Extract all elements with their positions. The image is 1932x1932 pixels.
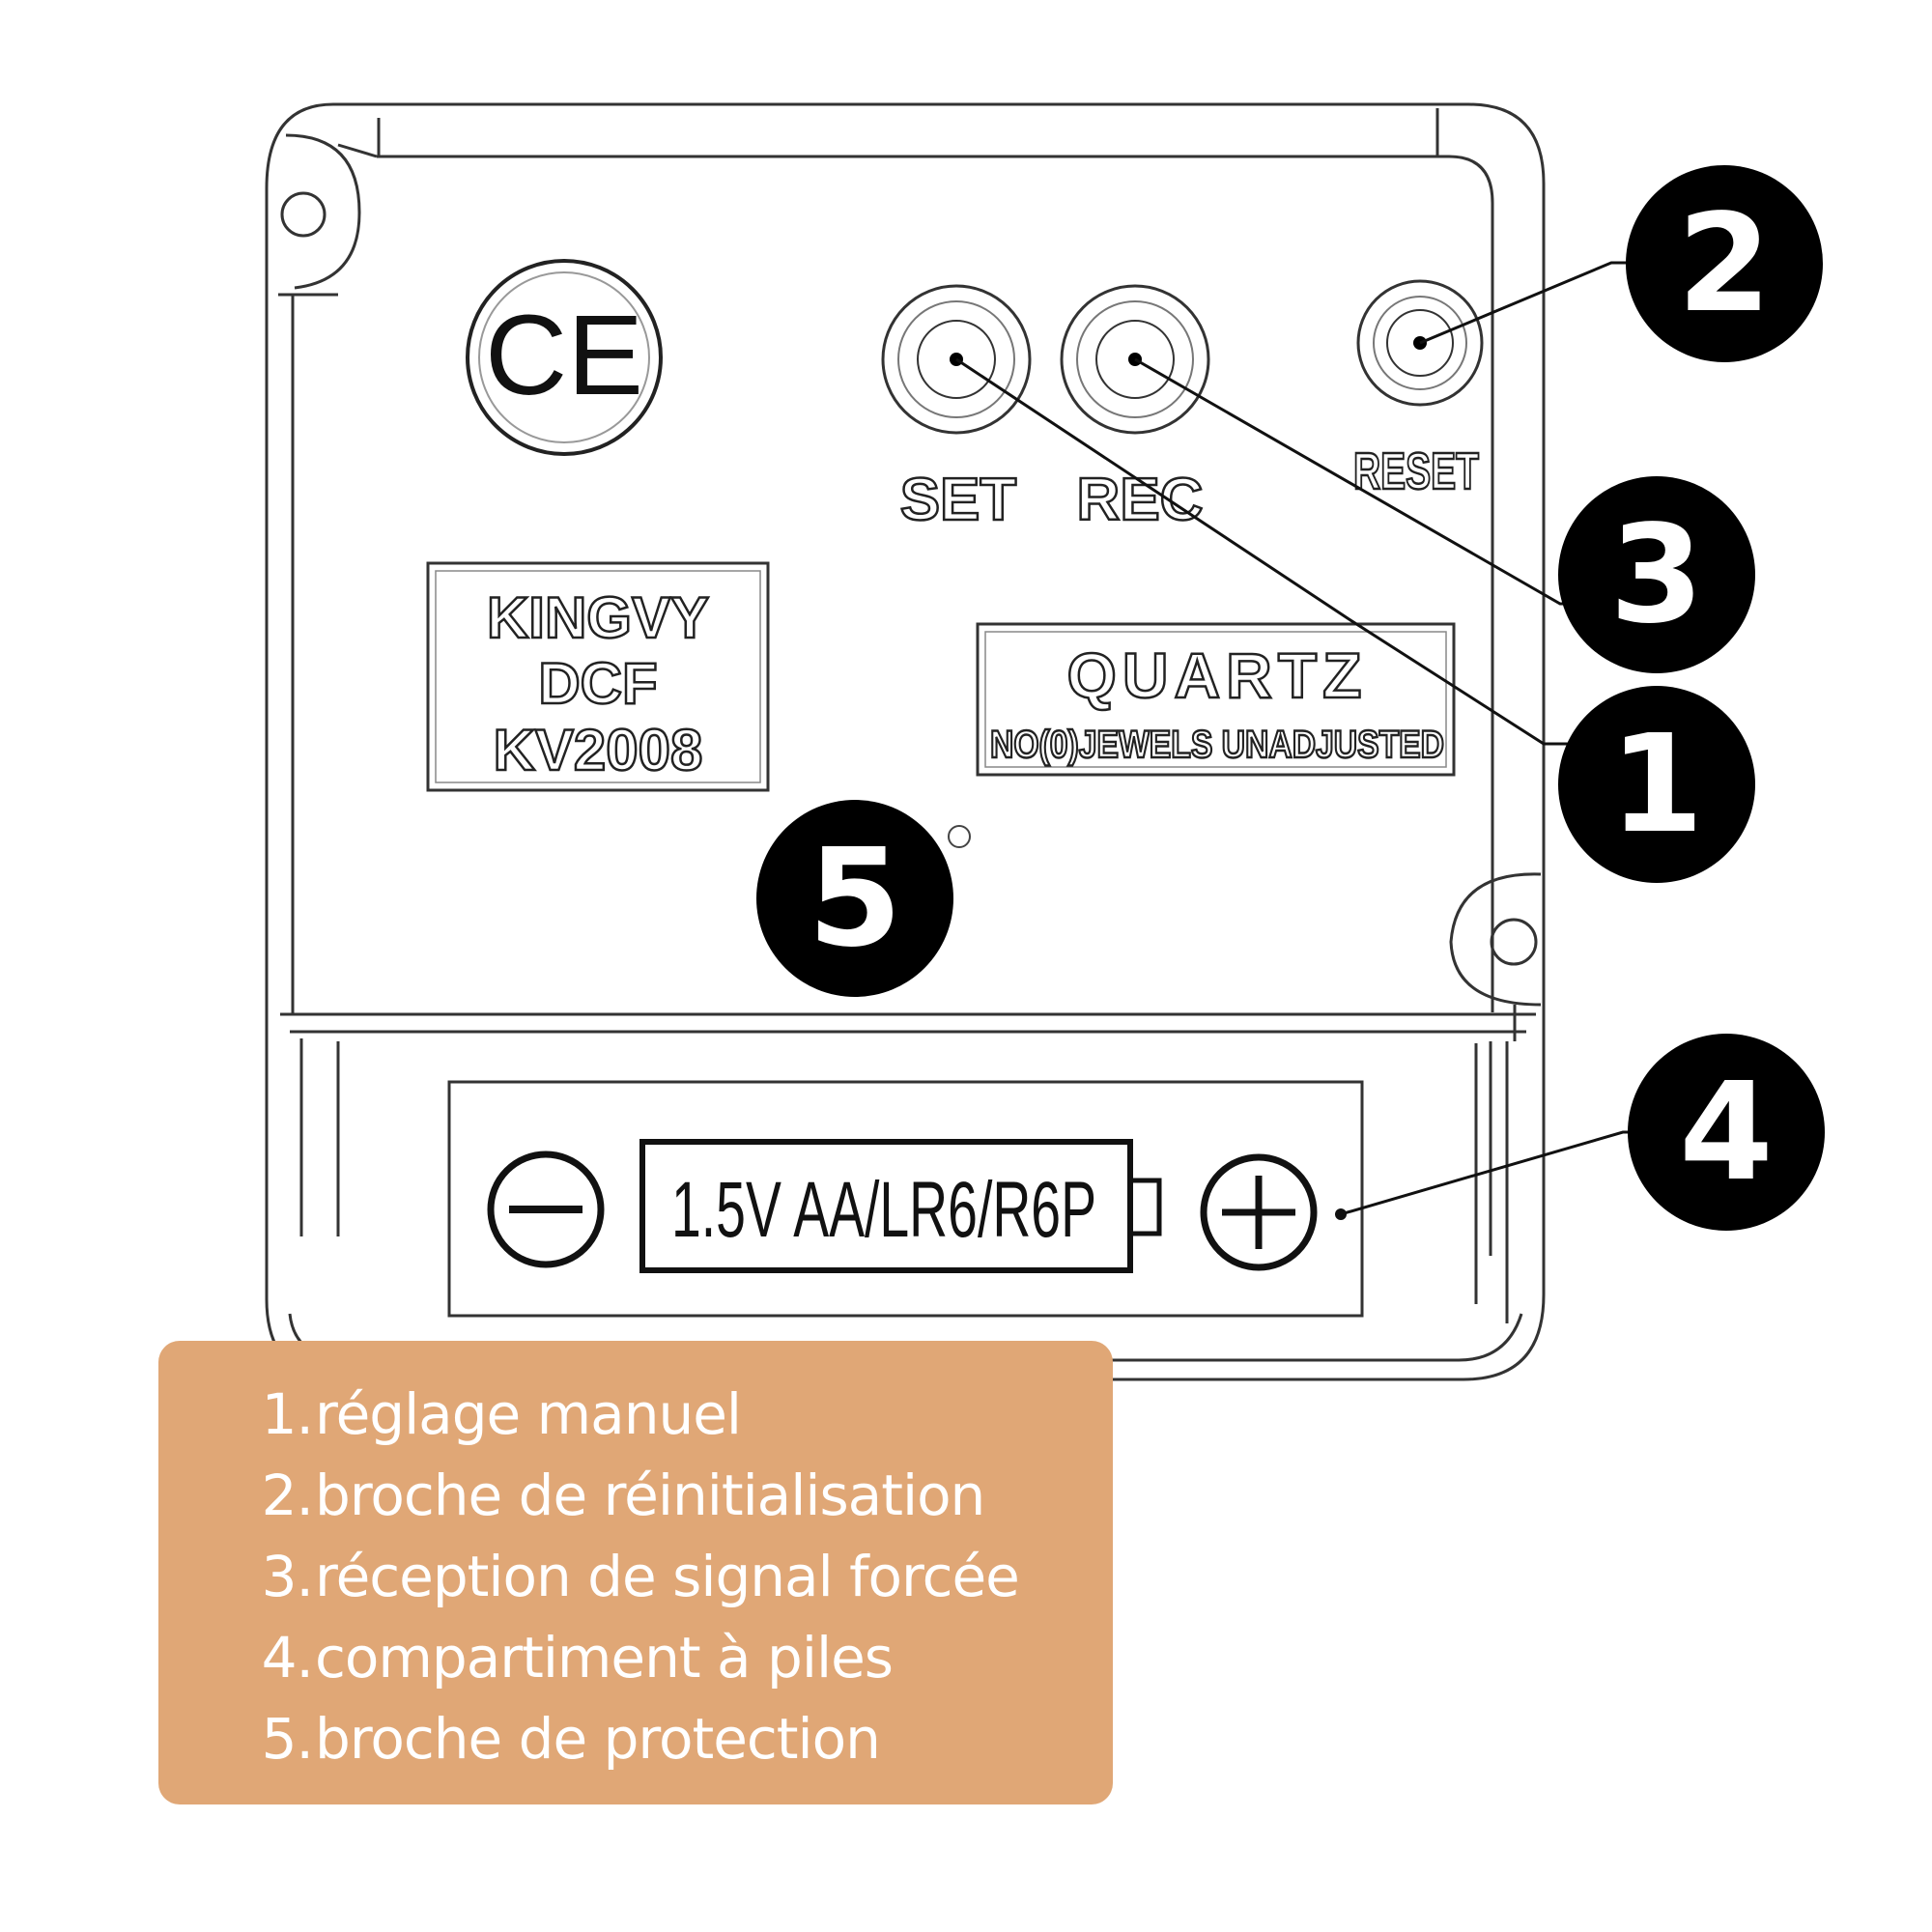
quartz-plate-title: QUARTZ xyxy=(1067,639,1368,711)
legend-box: 1. réglage manuel 2. broche de réinitial… xyxy=(158,1341,1113,1804)
mounting-hole-bottom-right xyxy=(1490,918,1538,966)
quartz-plate: QUARTZ NO(0)JEWELS UNADJUSTED xyxy=(976,622,1456,777)
svg-text:3: 3 xyxy=(1609,497,1703,654)
housing-outer-outline xyxy=(265,102,1546,1381)
ce-mark-text: CE xyxy=(485,292,643,419)
rec-label: REC xyxy=(1077,467,1204,533)
protection-pin xyxy=(948,825,971,848)
model-plate-line3: KV2008 xyxy=(494,718,703,782)
legend-item-2: 2. broche de réinitialisation xyxy=(247,1463,1113,1544)
callout-1: 1 xyxy=(1558,686,1755,883)
battery-door-divider xyxy=(280,1005,1536,1041)
legend-text: broche de protection xyxy=(315,1706,881,1772)
legend-text: réglage manuel xyxy=(315,1381,742,1447)
legend-text: compartiment à piles xyxy=(315,1625,894,1690)
svg-text:1: 1 xyxy=(1609,706,1703,864)
reset-button[interactable] xyxy=(1356,279,1484,407)
legend-item-1: 1. réglage manuel xyxy=(247,1381,1113,1463)
housing-left-wall xyxy=(278,143,378,1014)
legend-text: réception de signal forcée xyxy=(315,1544,1020,1609)
legend-item-4: 4. compartiment à piles xyxy=(247,1625,1113,1706)
svg-text:4: 4 xyxy=(1679,1054,1773,1211)
model-plate: KINGVY DCF KV2008 xyxy=(426,561,770,792)
legend-text: broche de réinitialisation xyxy=(315,1463,985,1528)
reset-label: RESET xyxy=(1353,442,1479,500)
battery-plus-terminal xyxy=(1200,1153,1318,1271)
model-plate-line1: KINGVY xyxy=(487,585,709,650)
legend-number: 4. xyxy=(261,1625,314,1690)
legend-item-3: 3. réception de signal forcée xyxy=(247,1544,1113,1625)
legend-number: 1. xyxy=(261,1381,314,1447)
battery-minus-terminal xyxy=(487,1151,605,1268)
quartz-plate-subtitle: NO(0)JEWELS UNADJUSTED xyxy=(990,724,1444,766)
callout-4: 4 xyxy=(1628,1034,1825,1231)
legend-item-5: 5. broche de protection xyxy=(247,1706,1113,1787)
callout-2: 2 xyxy=(1626,165,1823,362)
svg-text:2: 2 xyxy=(1677,185,1771,343)
mounting-lug-top-left xyxy=(285,133,361,290)
mounting-lug-bottom-right xyxy=(1449,872,1542,1007)
battery-cell: 1.5V AA/LR6/R6P xyxy=(639,1139,1162,1273)
callout-3: 3 xyxy=(1558,476,1755,673)
battery-compartment-panel xyxy=(447,1080,1364,1318)
callout-5: 5 xyxy=(756,800,953,997)
battery-label: 1.5V AA/LR6/R6P xyxy=(671,1166,1096,1254)
housing-top-ridge xyxy=(377,108,1439,156)
housing-inner-outline xyxy=(377,155,1494,1012)
ce-mark: CE xyxy=(466,259,663,456)
legend-number: 5. xyxy=(261,1706,314,1772)
svg-text:5: 5 xyxy=(808,820,901,978)
battery-compartment-walls xyxy=(299,1038,1509,1323)
legend-number: 2. xyxy=(261,1463,314,1528)
mounting-hole-top-left xyxy=(280,191,327,238)
model-plate-line2: DCF xyxy=(538,651,657,716)
rec-button[interactable] xyxy=(1060,284,1210,435)
legend-number: 3. xyxy=(261,1544,314,1609)
set-label: SET xyxy=(900,467,1017,533)
set-button[interactable] xyxy=(881,284,1032,435)
battery-compartment-pointer xyxy=(1335,1208,1347,1220)
leader-line-2 xyxy=(1419,261,1642,345)
